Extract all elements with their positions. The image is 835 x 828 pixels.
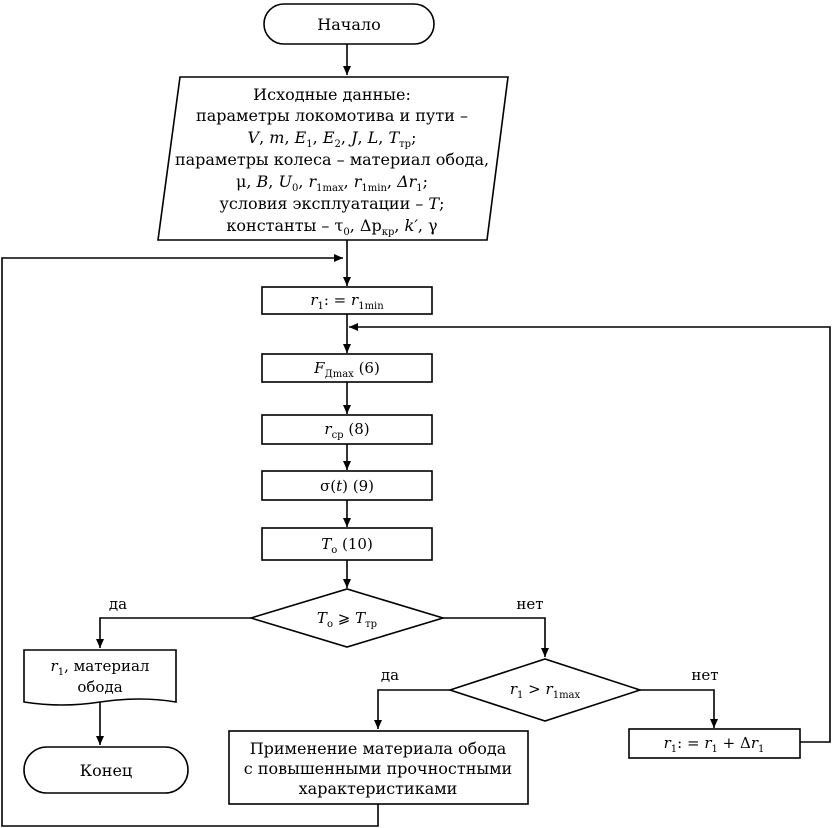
- input-line6: условия эксплуатации – T;: [220, 194, 445, 213]
- rsr-label: rср (8): [324, 420, 369, 441]
- apply-material-line1: Применение материала обода: [250, 739, 507, 758]
- output-document: r1, материал обода: [23, 649, 177, 706]
- loop-back-increment: [349, 323, 831, 743]
- output-line2: обода: [77, 678, 122, 696]
- start-terminator: Начало: [263, 3, 435, 45]
- connectors: [1, 44, 831, 827]
- arrow-decision2-yes: [374, 689, 450, 729]
- end-label: Конец: [80, 761, 132, 780]
- to-block: Tо (10): [261, 527, 433, 561]
- start-label: Начало: [317, 15, 380, 34]
- arrow-decision1-no: [443, 617, 549, 657]
- input-line5: μ, B, U0, r1max, r1min, Δr1;: [236, 172, 428, 194]
- arrow-decision2-no: [640, 689, 718, 728]
- loop-back-apply-material: [1, 254, 379, 827]
- decision2-no-label: нет: [691, 666, 718, 684]
- apply-material-line3: характеристиками: [299, 779, 458, 798]
- init-r1-label: r1: = r1min: [310, 291, 384, 312]
- init-r1-block: r1: = r1min: [261, 286, 433, 315]
- input-line1: Исходные данные:: [253, 85, 411, 104]
- decision-to-vs-ttr: Tо ⩾ Tтр да нет: [109, 588, 544, 648]
- increment-label: r1: = r1 + Δr1: [664, 734, 765, 755]
- force-label: FДmax (6): [313, 359, 380, 380]
- input-line7: константы – τ0, Δpкр, k′, γ: [226, 216, 437, 238]
- rsr-block: rср (8): [261, 414, 433, 445]
- sigma-label: σ(t) (9): [320, 477, 374, 495]
- input-line3: V, m, E1, E2, J, L, Tтр;: [248, 128, 417, 150]
- sigma-block: σ(t) (9): [261, 470, 433, 501]
- decision2-label: r1 > r1max: [510, 680, 581, 701]
- input-line2: параметры локомотива и пути –: [196, 106, 468, 125]
- decision-r1-vs-r1max: r1 > r1max да нет: [381, 658, 719, 722]
- force-block: FДmax (6): [261, 353, 433, 383]
- decision1-label: Tо ⩾ Tтр: [317, 609, 377, 630]
- input-data-block: Исходные данные: параметры локомотива и …: [157, 76, 509, 241]
- decision1-yes-label: да: [109, 595, 127, 613]
- apply-material-line2: с повышенными прочностными: [244, 759, 512, 778]
- end-terminator: Конец: [23, 746, 189, 794]
- to-label: Tо (10): [321, 535, 373, 556]
- decision1-no-label: нет: [516, 595, 543, 613]
- input-line4: параметры колеса – материал обода,: [175, 150, 489, 169]
- output-line1: r1, материал: [51, 657, 150, 678]
- apply-material-block: Применение материала обода с повышенными…: [228, 730, 529, 805]
- increment-block: r1: = r1 + Δr1: [628, 728, 801, 759]
- decision2-yes-label: да: [381, 666, 399, 684]
- arrow-decision1-yes: [96, 617, 251, 648]
